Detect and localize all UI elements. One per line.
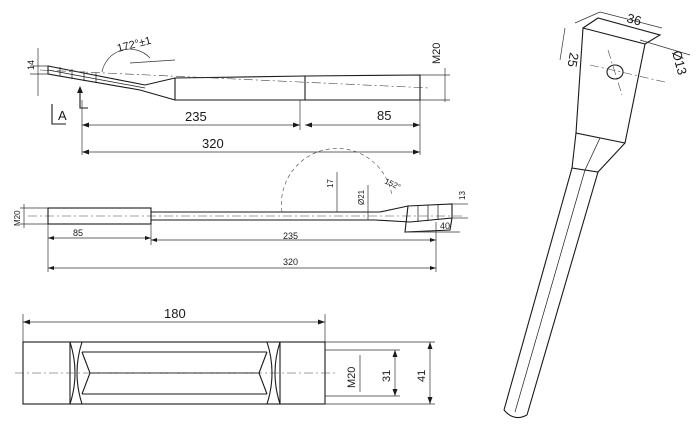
dim-36-label: 36 <box>625 10 643 28</box>
dim-13-label: Ø13 <box>669 49 690 77</box>
thread-m20-label: M20 <box>431 43 443 64</box>
dim-17-label: 17 <box>326 179 335 188</box>
dim-41-label: 41 <box>416 370 428 382</box>
dim-13-label: 13 <box>458 191 467 200</box>
dim-235-label: 235 <box>283 231 298 241</box>
section-a-label: A <box>58 108 67 123</box>
view-bottom: 180 M20 31 41 <box>15 306 435 405</box>
thread-m20-label: M20 <box>13 210 22 226</box>
dim-25-label: 25 <box>565 51 582 68</box>
thread-m20-label: M20 <box>346 367 358 388</box>
dim-235-label: 235 <box>185 109 207 124</box>
dim-85-label: 85 <box>73 228 83 238</box>
angle-152-label: 152° <box>383 177 402 192</box>
angle-label: 172°±1 <box>116 35 153 55</box>
dim-40-label: 40 <box>440 221 450 231</box>
height-14-label: 14 <box>26 60 36 70</box>
dim-21-label: Ø21 <box>357 189 366 205</box>
view-isometric: 36 25 Ø13 <box>503 10 691 419</box>
dim-85-label: 85 <box>377 108 391 123</box>
dim-180-label: 180 <box>164 306 186 321</box>
dim-320-label: 320 <box>283 257 298 267</box>
dim-31-label: 31 <box>381 370 393 382</box>
view-side-upper: 235 85 320 172°±1 14 A M20 <box>26 35 450 155</box>
dim-320-label: 320 <box>202 136 224 151</box>
view-side-middle: 85 235 320 40 17 Ø21 152° 13 M20 <box>13 148 468 272</box>
